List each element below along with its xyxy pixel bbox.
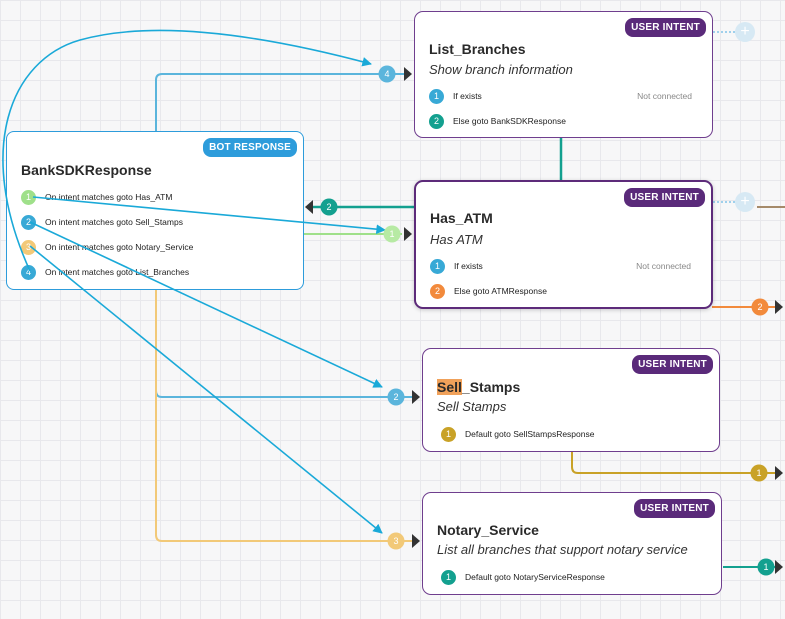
condition-row[interactable]: 1 If exists	[430, 258, 483, 274]
row-number: 1	[429, 88, 444, 104]
add-node-button[interactable]: +	[735, 192, 755, 212]
node-sell-stamps[interactable]: USER INTENT Sell_Stamps Sell Stamps 1 De…	[422, 348, 720, 452]
row-label: If exists	[453, 91, 482, 101]
condition-row[interactable]: 2 On intent matches goto Sell_Stamps	[21, 214, 183, 230]
node-bank-sdk-response[interactable]: BOT RESPONSE BankSDKResponse 1 On intent…	[6, 131, 304, 290]
row-number: 1	[21, 189, 36, 205]
wire-sdk-list-branches[interactable]	[155, 73, 405, 132]
row-number: 4	[21, 264, 36, 280]
node-title: Sell_Stamps	[437, 379, 521, 395]
connection-status: Not connected	[637, 91, 692, 101]
user-intent-badge: USER INTENT	[625, 18, 706, 37]
row-label: Else goto ATMResponse	[454, 286, 547, 296]
condition-row[interactable]: 1 Default goto NotaryServiceResponse	[441, 569, 605, 585]
node-title: BankSDKResponse	[21, 162, 152, 178]
bot-response-badge: BOT RESPONSE	[203, 138, 297, 157]
row-label: Default goto SellStampsResponse	[465, 429, 595, 439]
condition-row[interactable]: 4 On intent matches goto List_Branches	[21, 264, 189, 280]
condition-row[interactable]: 2 Else goto BankSDKResponse	[429, 113, 566, 129]
user-intent-badge: USER INTENT	[624, 188, 705, 207]
row-number: 1	[441, 426, 456, 442]
search-highlight: Sell	[437, 379, 462, 395]
connection-status: Not connected	[636, 261, 691, 271]
node-subtitle: Show branch information	[429, 62, 573, 77]
condition-row[interactable]: 3 On intent matches goto Notary_Service	[21, 239, 193, 255]
node-title: Has_ATM	[430, 210, 493, 226]
node-subtitle: Sell Stamps	[437, 399, 507, 414]
row-label: If exists	[454, 261, 483, 271]
node-title: List_Branches	[429, 41, 526, 57]
row-label: Else goto BankSDKResponse	[453, 116, 566, 126]
row-number: 1	[441, 569, 456, 585]
row-number: 1	[430, 258, 445, 274]
node-list-branches[interactable]: USER INTENT List_Branches Show branch in…	[414, 11, 713, 138]
wire-sdk-notary[interactable]	[155, 290, 414, 542]
row-label: On intent matches goto Has_ATM	[45, 192, 173, 202]
row-label: On intent matches goto Sell_Stamps	[45, 217, 183, 227]
condition-row[interactable]: 1 If exists	[429, 88, 482, 104]
row-number: 2	[429, 113, 444, 129]
node-subtitle: Has ATM	[430, 232, 483, 247]
wire-sell-stamps-out[interactable]	[571, 452, 775, 474]
condition-row[interactable]: 1 Default goto SellStampsResponse	[441, 426, 594, 442]
condition-row[interactable]: 2 Else goto ATMResponse	[430, 283, 547, 299]
condition-row[interactable]: 1 On intent matches goto Has_ATM	[21, 189, 172, 205]
row-number: 2	[430, 283, 445, 299]
row-number: 2	[21, 214, 36, 230]
user-intent-badge: USER INTENT	[634, 499, 715, 518]
row-label: On intent matches goto Notary_Service	[45, 242, 194, 252]
row-label: On intent matches goto List_Branches	[45, 267, 190, 277]
wire-sdk-sell-stamps[interactable]	[155, 290, 414, 398]
node-notary-service[interactable]: USER INTENT Notary_Service List all bran…	[422, 492, 722, 595]
add-node-button[interactable]: +	[735, 22, 755, 42]
node-subtitle: List all branches that support notary se…	[437, 542, 688, 557]
node-title: Notary_Service	[437, 522, 539, 538]
row-label: Default goto NotaryServiceResponse	[465, 572, 605, 582]
user-intent-badge: USER INTENT	[632, 355, 713, 374]
row-number: 3	[21, 239, 36, 255]
node-has-atm[interactable]: USER INTENT Has_ATM Has ATM 1 If exists …	[414, 180, 713, 309]
